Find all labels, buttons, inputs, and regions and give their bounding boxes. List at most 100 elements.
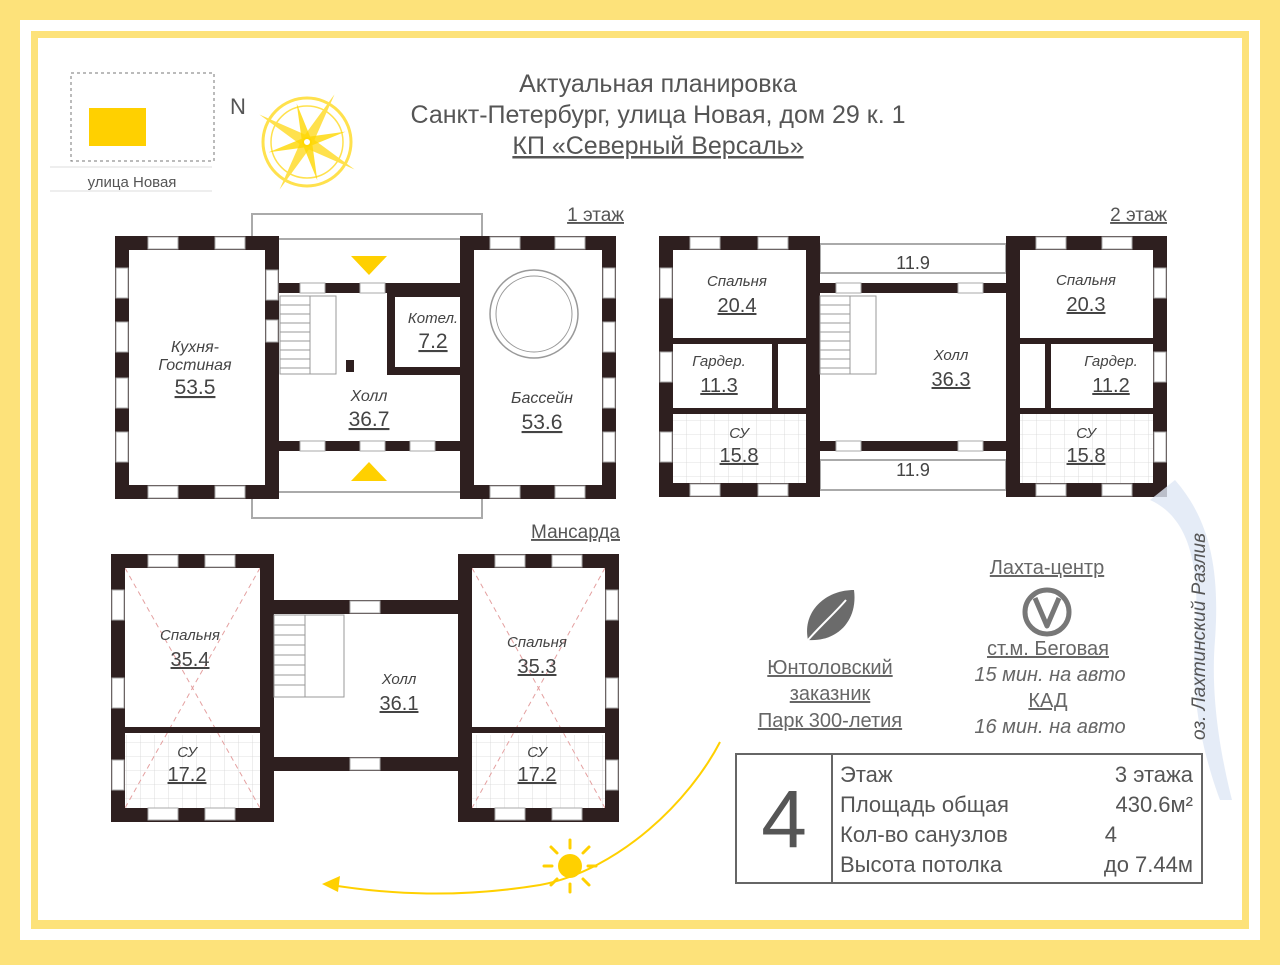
boiler-room-walls: [387, 289, 470, 375]
leaf-icon: [807, 590, 855, 641]
kad-label: КАД: [1028, 690, 1068, 712]
info-label: Этаж: [840, 762, 893, 787]
room-area: 35.4: [171, 649, 210, 671]
room-name: Кухня-: [171, 339, 219, 356]
room-area: 36.3: [932, 369, 971, 391]
attic-windows: [111, 554, 619, 821]
room-name: Гостиная: [158, 357, 232, 374]
room-name: Холл: [350, 388, 388, 405]
room-area: 11.3: [700, 375, 737, 397]
sun-arc: [324, 741, 721, 895]
entrance-arrow-top: [351, 256, 387, 275]
room-name: Холл: [933, 347, 969, 364]
sun-path: [322, 741, 721, 895]
room-area: 35.3: [518, 656, 557, 678]
reserve-line-2: заказник: [790, 683, 871, 705]
info-label: Кол-во санузлов: [840, 822, 1008, 847]
roof-slope-lines: [124, 567, 606, 809]
header-line-3: КП «Северный Версаль»: [512, 132, 803, 160]
room-area: 53.6: [522, 411, 563, 434]
room-name: СУ: [527, 744, 548, 761]
bath-tiles-right: [1020, 413, 1153, 483]
attic-title: Мансарда: [531, 522, 620, 543]
room-area: 7.2: [418, 330, 447, 353]
reserve-line-3: Парк 300-летия: [758, 710, 902, 732]
room-name: Спальня: [707, 273, 767, 290]
site-map: улица Новая N: [50, 72, 246, 192]
terrace-area-bottom: 11.9: [896, 460, 930, 480]
attic-labels: Спальня 35.4 СУ 17.2 Холл 36.1 Спальня 3…: [160, 627, 567, 786]
sun-icon: [542, 838, 598, 894]
floor-2-partitions: [673, 338, 1153, 414]
header-line-2: Санкт-Петербург, улица Новая, дом 29 к. …: [411, 101, 906, 129]
pool-outer-ring: [489, 269, 579, 359]
room-area: 17.2: [518, 764, 557, 786]
terrace-area-top: 11.9: [896, 253, 930, 273]
info-table: 4 Этаж 3 этажа Площадь общая 430.6м² Кол…: [735, 753, 1203, 884]
sun-arc-arrowhead: [322, 876, 340, 892]
room-name: Холл: [381, 671, 417, 688]
pool-inner-ring: [495, 275, 573, 353]
floor-1-title: 1 этаж: [567, 205, 624, 226]
room-area: 53.5: [175, 376, 216, 399]
street-label: улица Новая: [88, 174, 177, 191]
info-value: 3 этажа: [1115, 762, 1194, 787]
info-label: Площадь общая: [840, 792, 1009, 817]
room-name: Спальня: [160, 627, 220, 644]
lake-shape: [1150, 480, 1232, 800]
metro-logo-icon: [1022, 587, 1072, 637]
house-marker: [89, 108, 146, 146]
room-area: 15.8: [1067, 445, 1106, 467]
surroundings: оз. Лахтинский Разлив Лахта-центр ст.м. …: [758, 480, 1232, 800]
room-name: СУ: [1076, 425, 1097, 442]
info-table-frame: [735, 753, 1203, 884]
room-area: 15.8: [720, 445, 759, 467]
room-name: СУ: [177, 744, 198, 761]
rear-terrace: [251, 491, 483, 519]
info-value: 430.6м²: [1115, 792, 1193, 817]
room-area: 20.4: [718, 295, 757, 317]
info-value: до 7.44м: [1104, 852, 1193, 877]
floor-1-labels: Кухня- Гостиная 53.5 Котел. 7.2 Холл 36.…: [158, 310, 573, 434]
room-name: Котел.: [408, 310, 458, 327]
floor-1-plan: 1 этаж: [115, 205, 624, 519]
compass-rose-icon: [259, 94, 355, 190]
floor-2-plan: 2 этаж Сп: [659, 205, 1167, 497]
floor-1-stairs: [279, 295, 337, 375]
floor-2-stairs: [819, 295, 877, 375]
room-name: Бассейн: [511, 390, 573, 407]
north-label: N: [230, 94, 246, 119]
header-line-1: Актуальная планировка: [519, 70, 797, 98]
info-label: Высота потолка: [840, 852, 1003, 877]
header: Актуальная планировка Санкт-Петербург, у…: [411, 70, 906, 160]
house-number: 4: [761, 774, 807, 865]
room-area: 36.7: [349, 408, 390, 431]
reserve-line-1: Юнтоловский: [767, 657, 892, 679]
attic-plan: Мансарда Спальня 35.4: [111, 522, 620, 822]
room-name: СУ: [729, 425, 750, 442]
metro-label: ст.м. Беговая: [987, 638, 1109, 660]
lake-label: оз. Лахтинский Разлив: [1189, 533, 1210, 740]
front-terrace: [251, 213, 483, 240]
attic-stairs: [273, 614, 345, 698]
lakhta-label: Лахта-центр: [990, 557, 1104, 579]
entrance-arrow-bottom: [351, 462, 387, 481]
room-name: Спальня: [1056, 272, 1116, 289]
attic-bath-tiles-left: [125, 735, 260, 808]
column: [346, 360, 354, 372]
floor-1-windows: [115, 236, 616, 499]
attic-bath-tiles-right: [472, 735, 605, 808]
floor-2-windows: [659, 236, 1167, 497]
room-area: 20.3: [1067, 294, 1106, 316]
room-area: 36.1: [380, 693, 419, 715]
info-value: 4: [1105, 822, 1117, 847]
floor-2-labels: Спальня 20.4 Гардер. 11.3 СУ 15.8 Холл 3…: [692, 253, 1138, 480]
room-name: Гардер.: [1084, 353, 1138, 370]
bath-tiles-left: [673, 413, 806, 483]
room-area: 11.2: [1092, 375, 1129, 397]
room-name: Спальня: [507, 634, 567, 651]
kitchen-walls: [115, 236, 279, 499]
floor-2-title: 2 этаж: [1110, 205, 1167, 226]
